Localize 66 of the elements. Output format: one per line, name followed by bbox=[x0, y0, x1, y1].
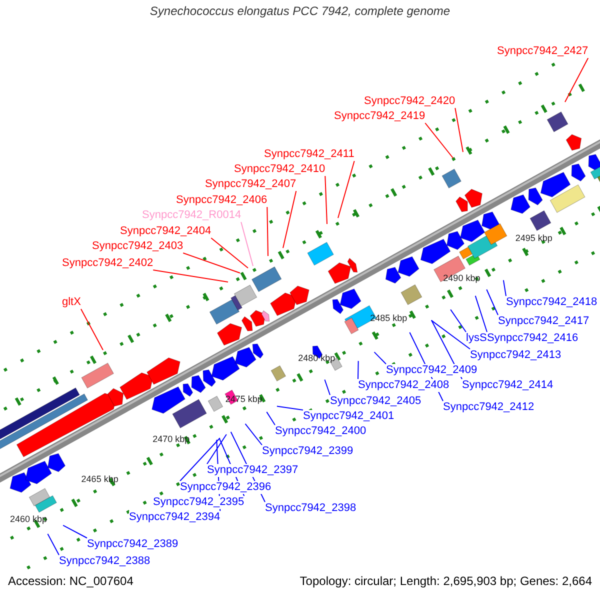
leader-line bbox=[152, 270, 228, 282]
leader-line bbox=[358, 360, 359, 380]
leader-line bbox=[266, 411, 276, 426]
gene-label: Synpcc7942_2412 bbox=[443, 401, 534, 414]
gene-label: Synpcc7942_R0014 bbox=[142, 209, 242, 222]
gene-label: Synpcc7942_2402 bbox=[62, 257, 154, 270]
gene-label: Synpcc7942_2418 bbox=[506, 296, 598, 309]
leader-line bbox=[182, 252, 240, 274]
gene-label: Synpcc7942_2406 bbox=[176, 194, 268, 207]
gene-label: Synpcc7942_2400 bbox=[275, 425, 366, 438]
gene-label: Synpcc7942_2395 bbox=[153, 496, 244, 509]
gene-label: Synpcc7942_2398 bbox=[265, 502, 356, 515]
leader-line bbox=[502, 280, 506, 296]
leader-line bbox=[282, 190, 297, 248]
gene-label: Synpcc7942_2396 bbox=[180, 481, 272, 494]
gene-label: Synpcc7942_2397 bbox=[207, 464, 298, 477]
leader-line bbox=[47, 533, 60, 556]
leader-line bbox=[338, 160, 355, 218]
gene-label: Synpcc7942_2417 bbox=[498, 315, 590, 328]
leader-line bbox=[210, 238, 248, 268]
leader-line bbox=[474, 295, 488, 332]
scale-label: 2495 kbp bbox=[515, 232, 552, 244]
gene-label: Synpcc7942_2419 bbox=[334, 110, 426, 123]
gene-label: Synpcc7942_2416 bbox=[487, 332, 578, 345]
scale-label: 2460 kbp bbox=[10, 514, 48, 525]
scale-label: 2465 kbp bbox=[81, 474, 118, 486]
gene-label: Synpcc7942_2411 bbox=[264, 148, 354, 161]
leader-line bbox=[454, 108, 464, 152]
gene-label: Synpcc7942_2408 bbox=[358, 379, 450, 392]
gene-label: lysS bbox=[466, 332, 487, 345]
leader-line bbox=[240, 222, 254, 266]
scale-label: 2480 kbp bbox=[298, 353, 336, 364]
gene-label: Synpcc7942_2427 bbox=[497, 45, 588, 58]
gene-label: Synpcc7942_2403 bbox=[92, 240, 184, 253]
gene-label: Synpcc7942_2405 bbox=[330, 395, 422, 408]
gene-label: Synpcc7942_2388 bbox=[59, 555, 150, 568]
leader-line bbox=[564, 58, 589, 102]
leader-line bbox=[80, 308, 104, 350]
leader-line bbox=[62, 524, 88, 538]
leader-line bbox=[276, 406, 304, 410]
gene-label: Synpcc7942_2409 bbox=[386, 364, 478, 377]
genome-summary-text: Topology: circular; Length: 2,695,903 bp; Genes: 2,664 bbox=[300, 575, 592, 588]
gene-label: Synpcc7942_2410 bbox=[234, 163, 326, 176]
leader-line bbox=[374, 352, 386, 364]
leader-line bbox=[206, 434, 227, 464]
gene-label: Synpcc7942_2399 bbox=[262, 445, 354, 458]
gene-label: Synpcc7942_2413 bbox=[470, 349, 562, 362]
gene-label: Synpcc7942_2414 bbox=[462, 379, 554, 392]
leader-line bbox=[266, 206, 268, 256]
gene-label: Synpcc7942_2389 bbox=[87, 538, 178, 551]
leader-line bbox=[486, 289, 498, 316]
gene-label: Synpcc7942_2420 bbox=[364, 95, 456, 108]
gene-label: Synpcc7942_2401 bbox=[303, 410, 394, 423]
gene-label: Synpcc7942_2394 bbox=[129, 511, 220, 524]
leader-line bbox=[244, 423, 262, 446]
leader-line bbox=[450, 309, 466, 332]
gene-label: Synpcc7942_2404 bbox=[120, 225, 212, 238]
accession-text: Accession: NC_007604 bbox=[8, 575, 134, 588]
leader-line bbox=[324, 379, 330, 396]
leader-line bbox=[324, 176, 328, 224]
leader-line bbox=[180, 438, 220, 482]
gene-label: Synpcc7942_2407 bbox=[205, 178, 296, 191]
leader-line bbox=[424, 122, 454, 158]
gene-label: gltX bbox=[62, 296, 81, 309]
leader-line bbox=[430, 320, 470, 350]
title: Synechococcus elongatus PCC 7942, complete genome bbox=[148, 5, 452, 18]
